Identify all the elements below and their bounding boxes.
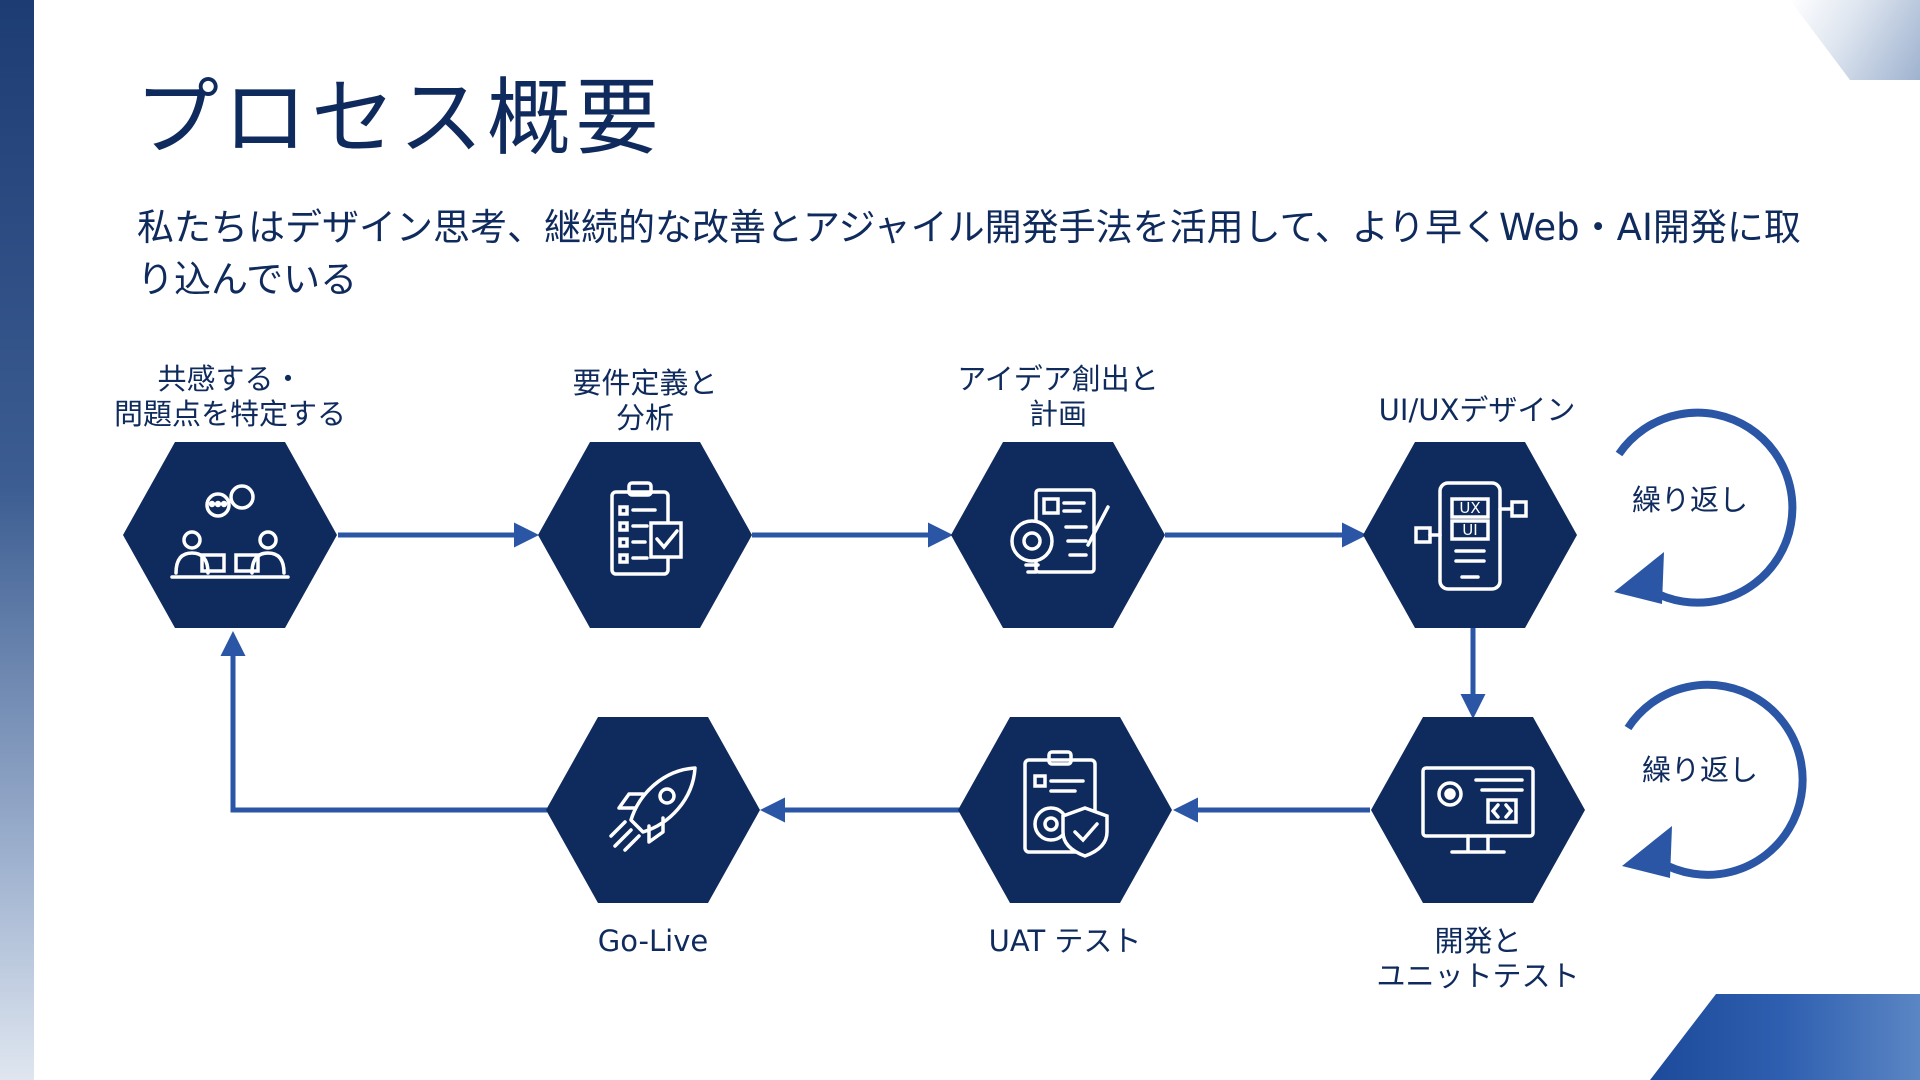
step-7-hexagon — [546, 717, 760, 903]
step-7-label: Go-Live — [503, 924, 803, 959]
step-5-label-line1: 開発と — [1434, 924, 1522, 958]
rocket-icon — [609, 766, 697, 852]
repeat-cycle-upper — [1614, 408, 1797, 607]
meeting-icon — [170, 484, 290, 579]
repeat-label-lower: 繰り返し — [1641, 753, 1758, 787]
step-3-label-line1: アイデア創出と — [957, 362, 1159, 396]
repeat-label-upper: 繰り返し — [1631, 483, 1748, 517]
step-6-label: UAT テスト — [915, 924, 1215, 959]
step-1-label-line2: 問題点を特定する — [113, 397, 346, 431]
ux-icon-text: UX — [1459, 499, 1480, 517]
monitor-code-icon — [1421, 766, 1535, 854]
step-4-label: UI/UXデザイン — [1327, 393, 1627, 428]
idea-plan-icon — [1010, 488, 1110, 574]
step-1-hexagon — [123, 442, 337, 628]
step-4-hexagon: UX UI — [1363, 442, 1577, 628]
step-1-label: 共感する・ 問題点を特定する — [80, 362, 380, 432]
ui-icon-text: UI — [1462, 521, 1477, 539]
step-2-label-line1: 要件定義と — [572, 366, 718, 400]
page-title: プロセス概要 — [135, 69, 664, 167]
step-3-label: アイデア創出と 計画 — [908, 362, 1208, 432]
checklist-icon — [610, 481, 683, 576]
step-6-label-line1: UAT テスト — [988, 924, 1142, 958]
clipboard-gear-shield-icon — [1023, 750, 1109, 858]
step-2-label-line2: 分析 — [615, 401, 674, 435]
step-3-hexagon — [951, 442, 1165, 628]
arrow-step7-to-step1 — [220, 631, 548, 813]
step-5-hexagon — [1371, 717, 1585, 903]
step-1-label-line1: 共感する・ — [157, 362, 303, 396]
page-subtitle: 私たちはデザイン思考、継続的な改善とアジャイル開発手法を活用して、より早くWeb… — [137, 206, 1801, 301]
step-2-label: 要件定義と 分析 — [495, 366, 795, 436]
step-5-label: 開発と ユニットテスト — [1328, 924, 1628, 994]
step-4-label-line1: UI/UXデザイン — [1378, 393, 1576, 427]
step-7-label-line1: Go-Live — [597, 924, 709, 958]
ui-ux-tablet-icon — [1414, 481, 1528, 591]
step-3-label-line2: 計画 — [1028, 397, 1087, 431]
left-decorative-band — [0, 0, 34, 1080]
repeat-cycle-lower — [1622, 680, 1807, 879]
step-2-hexagon — [538, 442, 752, 628]
step-6-hexagon — [958, 717, 1172, 903]
step-5-label-line2: ユニットテスト — [1376, 959, 1580, 993]
